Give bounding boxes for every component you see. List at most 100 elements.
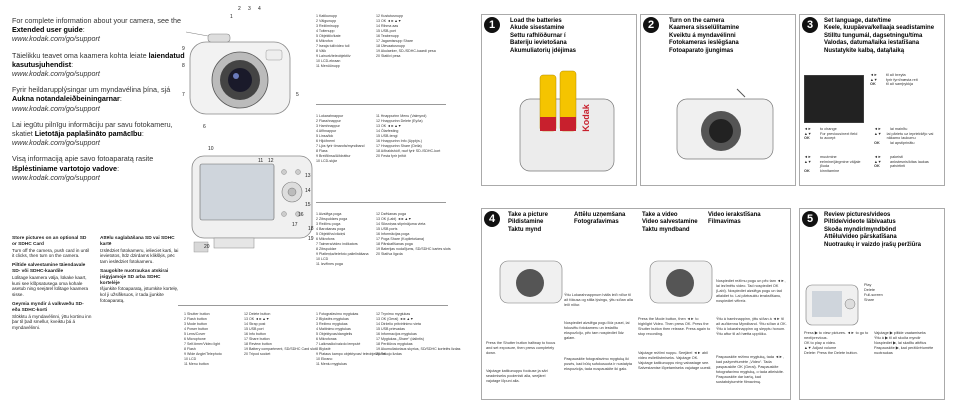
step-4-text-is: Ýttu Lokarahnappnum hálfa leið niður til…	[564, 293, 633, 307]
parts-list-item: 10 LCD	[316, 257, 329, 261]
kodak-battery-brand: Kodak	[580, 104, 591, 132]
divider	[316, 202, 446, 203]
parts-list-item: 10 Ekrano	[316, 357, 333, 361]
callout-15: 15	[305, 202, 311, 208]
parts-list-item: 4 Toitenupp	[316, 29, 335, 33]
intro-is: Fyrir heildarupplýsingar um myndavélina …	[12, 85, 171, 113]
parts-list-item: 4 Maitinimo mygtukas	[316, 327, 351, 331]
callout-8: 8	[182, 63, 185, 69]
step-4-text-en: Press the Shutter button halfway to focu…	[486, 341, 556, 355]
parts-list-item: 15 USB port	[244, 327, 264, 331]
parts-list-item: 13 OK (Labi) ◄►▲▼	[376, 217, 412, 221]
sd-is: Geymia myndir á valkvæðu SD- eða SDHC-ko…	[12, 301, 92, 331]
parts-list-item: 13 OK ◄►▲▼	[244, 317, 270, 321]
parts-list-item: 12 Kustutusnupp	[376, 14, 403, 18]
parts-list-item: 14 Siksniņas stiprinājuma vieta	[376, 222, 426, 226]
parts-list-item: 7 Self-timer/Video light	[184, 342, 221, 346]
divider	[316, 104, 446, 105]
step-2-number: 2	[643, 17, 659, 33]
parts-list-item: 15 USB-tengi	[376, 134, 398, 138]
parts-list-item: 9 Lainurk/teleobjektiiv	[316, 54, 351, 58]
parts-list-item: 6 Mikrofon	[316, 39, 333, 43]
parts-list-item: 1 Shutter button	[184, 312, 210, 316]
callout-19: 19	[308, 236, 314, 242]
parts-list-item: 20 Festa fyrir þrífót	[376, 154, 407, 158]
intro-et: Täielikku teavet oma kaamera kohta leiat…	[12, 50, 185, 79]
lcd-screen-illustration	[804, 75, 864, 123]
step-5-number: 5	[802, 211, 818, 227]
parts-list-item: 9 Wide Angle/Telephoto	[184, 352, 222, 356]
parts-list-item: 2 Flash button	[184, 317, 207, 321]
parts-list-item: 1 Fotografavimo mygtukas	[316, 312, 359, 316]
sd-et: Piltide salvestamine täiendavale SD- või…	[12, 263, 89, 298]
parts-list-item: 20 Statīva ligzda	[376, 252, 403, 256]
parts-list-item: 16 Info button	[244, 332, 266, 336]
parts-list-item: 8 Flass	[316, 149, 328, 153]
parts-list-item: 12 Delete button	[244, 312, 271, 316]
callout-6: 6	[203, 124, 206, 130]
parts-list-item: 4 Barošanas poga	[316, 227, 346, 231]
step-3-keys-is: ◄►til að breyta ▲▼fyrir fyrri/næsta reit…	[870, 73, 918, 87]
parts-list-item: 3 Hamhnappur	[316, 124, 340, 128]
parts-list-item: 7 Ljós fyrir tímarofa/myndband	[316, 144, 365, 148]
parts-list-item: 4 Aflhnappur	[316, 129, 337, 133]
parts-list-item: 16 Informacijos mygtukas	[376, 332, 417, 336]
parts-list-item: 1 Aizslēga poga	[316, 212, 342, 216]
parts-list-item: 19 Akumuliatoriaus skyrius, SD/SDHC kort…	[376, 347, 461, 351]
step-1-number: 1	[484, 17, 500, 33]
parts-list-item: 1 Lokarahnappur	[316, 114, 344, 118]
parts-list-item: 5 Linsa/lok	[316, 134, 334, 138]
parts-list-item: 2 Välgunupp	[316, 19, 337, 23]
callout-17: 17	[292, 222, 298, 228]
callout-5: 5	[296, 92, 299, 98]
sd-en: Store pictures on an optional SD or SDHC…	[12, 236, 90, 259]
step-3-number: 3	[802, 17, 818, 33]
camera-back-illustration	[191, 155, 313, 253]
parts-list-item: 19 Akulaeker, SD-/SDHC-kaardi pesa	[376, 49, 436, 53]
parts-list-item: 10 LCD-ekraan	[316, 59, 341, 63]
parts-list-item: 17 Hnappurinn Share (Deila)	[376, 144, 422, 148]
parts-list-item: 14 Ólarfesting	[376, 129, 399, 133]
parts-list-item: 2 Blykstės mygtukas	[316, 317, 349, 321]
parts-list-item: 19 Baterijas nodalījums, SD/SDHC kartes …	[376, 247, 451, 251]
parts-list-item: 6 Hljóðnemi	[316, 139, 335, 143]
battery-illustration	[519, 70, 615, 172]
parts-list-item: 8 Blykstė	[316, 347, 331, 351]
callout-2: 2	[238, 6, 241, 12]
parts-list-item: 2 Flasshnappur	[316, 119, 341, 123]
parts-list-item: 5 Objektiiv/kate	[316, 34, 341, 38]
parts-list-item: 12 Trynimo mygtukas	[376, 312, 411, 316]
parts-list-item: 7 Taimera/video indikators	[316, 242, 358, 246]
parts-list-item: 7 Iseaja tuli/video tuli	[316, 44, 350, 48]
callout-16: 16	[298, 212, 304, 218]
step-4-text-lv: Nospiediet aizslēga pogu līdz pusei, lai…	[564, 321, 630, 340]
parts-list-item: 9 Plataus kampo objektyvas/ teleobjektyv…	[316, 352, 386, 356]
parts-list-item: 12 Hnappurinn Delete (Eyða)	[376, 119, 423, 123]
parts-list-item: 8 Välk	[316, 49, 326, 53]
step-4-number: 4	[484, 211, 500, 227]
parts-list-item: 20 Tripod socket	[244, 352, 271, 356]
step-5-en: Press ▶ to view pictures. ◄► to go to ne…	[804, 331, 869, 355]
parts-list-item: 19 Battery compartment, SD/SDHC Card slo…	[244, 347, 316, 351]
callout-14: 14	[305, 188, 311, 194]
step-3-keys-et: ◄►muutmine ▲▼eelmine/järgmine väljale jõ…	[804, 155, 861, 173]
parts-list-item: 14 Strap post	[244, 322, 266, 326]
power-on-illustration	[676, 88, 774, 160]
parts-list-item: 6 Mikrofonas	[316, 337, 337, 341]
parts-list-item: 4 Power button	[184, 327, 209, 331]
parts-list-item: 11 Menu button	[184, 362, 209, 366]
parts-list-item: 10 LCD	[184, 357, 197, 361]
parts-list-item: 12 Dzēšanas poga	[376, 212, 406, 216]
callout-18: 18	[308, 226, 314, 232]
